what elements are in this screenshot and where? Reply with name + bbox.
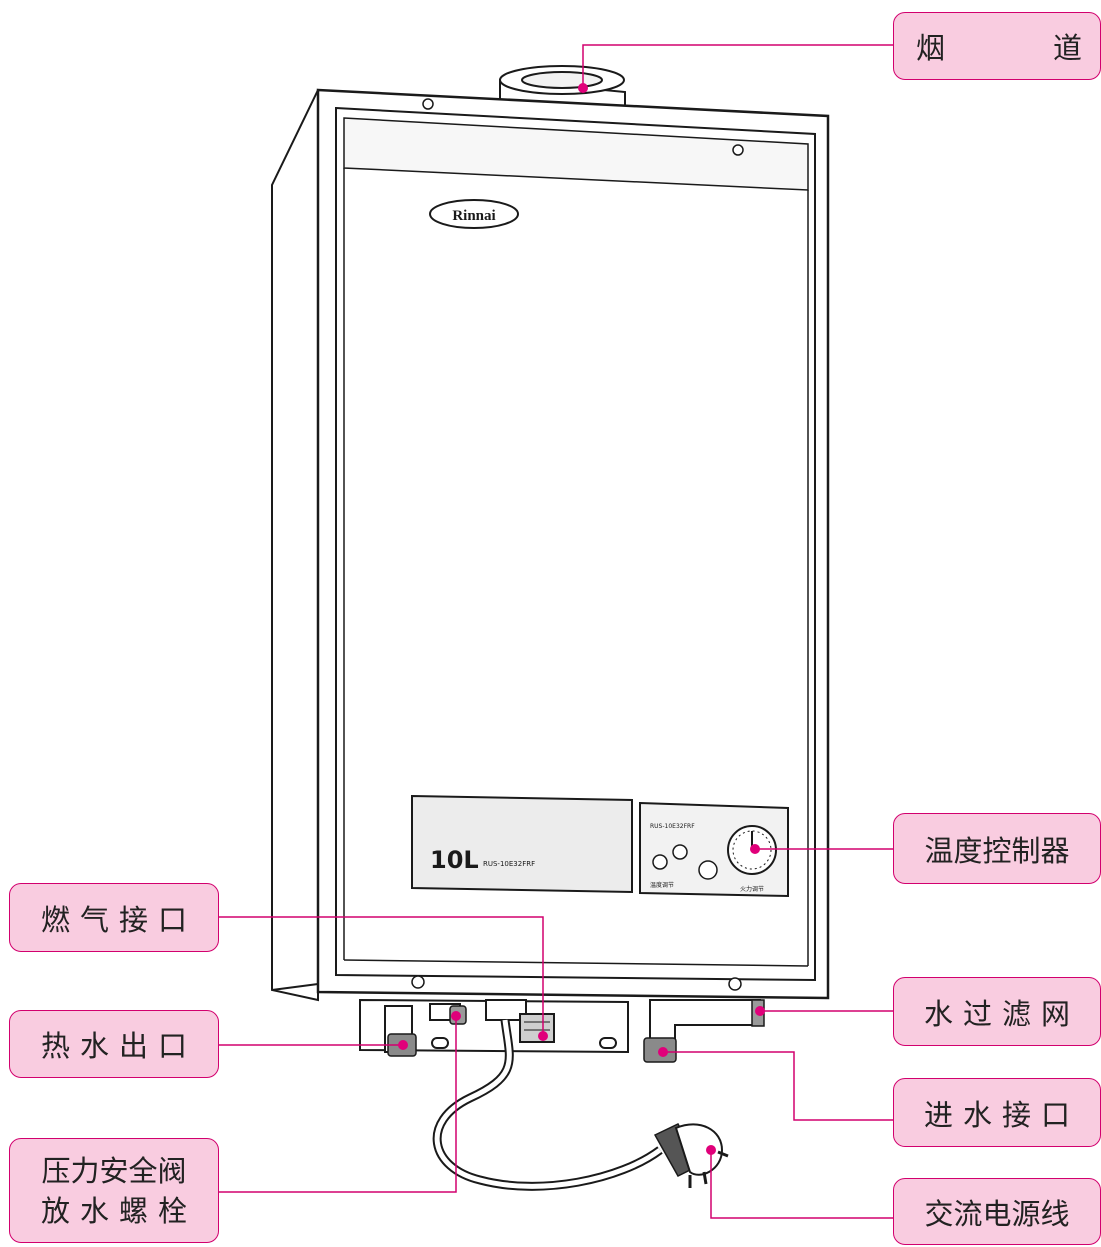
label-water-filter: 水过滤网	[893, 977, 1101, 1046]
bottom-bracket	[359, 998, 629, 1054]
leader-power-cord	[710, 1150, 893, 1219]
svg-text:RUS-10E32FRF: RUS-10E32FRF	[650, 823, 695, 830]
label-safety-valve: 压力安全阀 放水螺栓	[9, 1138, 219, 1243]
label-temp-controller: 温度控制器	[893, 813, 1101, 884]
leader-safety-valve	[219, 1016, 457, 1193]
label-gas-inlet: 燃气接口	[9, 883, 219, 952]
heater-side-panel	[271, 89, 319, 1002]
power-plug-icon	[653, 1123, 729, 1188]
brand-logo: Rinnai	[429, 199, 519, 229]
model-text: RUS-10E32FRF	[483, 860, 535, 868]
heater-front-cover	[316, 88, 830, 1000]
svg-text:火力调节: 火力调节	[740, 885, 764, 893]
cover-screws	[411, 98, 744, 991]
safety-valve-fitting	[429, 1003, 467, 1025]
leader-dots	[398, 83, 765, 1155]
water-inlet-fitting	[643, 999, 761, 1063]
label-water-inlet: 进水接口	[893, 1078, 1101, 1147]
leader-flue	[582, 44, 893, 88]
svg-text:Rinnai: Rinnai	[452, 208, 495, 224]
display-window: 10L RUS-10E32FRF	[411, 794, 633, 894]
capacity-label: 10L	[430, 846, 479, 874]
label-power-cord: 交流电源线	[893, 1178, 1101, 1245]
label-safety-valve-line1: 压力安全阀	[41, 1153, 187, 1188]
label-safety-valve-line2: 放水螺栓	[40, 1193, 197, 1228]
leader-lines	[219, 44, 893, 1219]
leader-gas-inlet	[219, 916, 544, 1036]
svg-text:温度调节: 温度调节	[650, 881, 674, 889]
leader-water-inlet	[663, 1051, 893, 1121]
hot-water-outlet-fitting	[384, 1005, 417, 1057]
power-cord	[432, 1019, 663, 1191]
label-flue-right: 道	[1052, 31, 1082, 65]
label-flue-left: 烟	[916, 31, 946, 65]
label-flue: 烟 道	[893, 12, 1101, 80]
label-hot-water-outlet: 热水出口	[9, 1010, 219, 1078]
